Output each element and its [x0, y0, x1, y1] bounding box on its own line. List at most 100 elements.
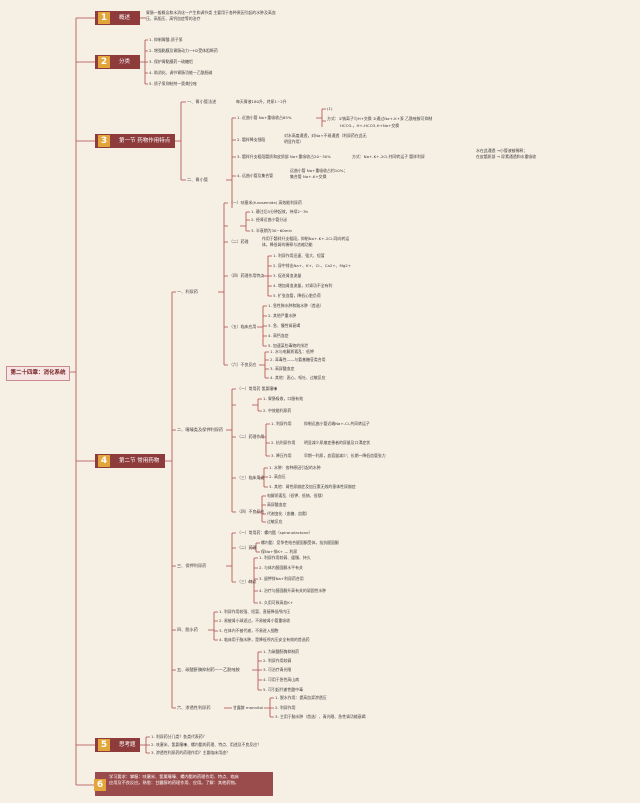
node-text: 3. 可治疗青光眼 [263, 667, 292, 672]
node-text: 2. 耳毒性——与氨基糖苷类合用 [270, 357, 326, 362]
node-text: 1. 利尿作用迅速、强大、短暂 [273, 253, 325, 258]
node-text: 2. 抗利尿作用 [271, 440, 296, 445]
section-pharmacology[interactable]: 3 第一节 药物作用特点 [95, 134, 175, 148]
node-text: 5. 可引起代谢性酸中毒 [263, 687, 303, 692]
node-text: 4. 远曲小管及集合管 [237, 173, 274, 178]
node-text: （一）常用药 氢氯噻嗪 [237, 386, 278, 391]
node-text: 5. 加速某些毒物的排泄 [268, 343, 308, 348]
node-text: 明显作用） [284, 139, 304, 144]
section-drugs[interactable]: 4 第二节 常用药物 [95, 454, 165, 468]
section-label: 概述 [119, 15, 131, 21]
node-text: （二）药理作用 [237, 434, 265, 439]
node-text: （六）不良反应 [229, 362, 257, 367]
node-text: 1. 脱水作用：提高血浆渗透压 [275, 695, 327, 700]
node-text: 1. 近曲小管 Na+重吸收占65% [237, 115, 292, 120]
question-item: 3. 渗透性利尿药的药理作用？主要临床用途？ [151, 750, 230, 755]
node-text: 3. 半衰期为30~60min [251, 228, 293, 233]
class-item: 4. 助消化、调节胃肠功能一乙酰胆碱 [149, 70, 213, 75]
node-text: （一）常用药：螺内酯（spironolactone） [237, 530, 313, 535]
node-text: 作用于髓袢升支粗段，抑制Na+-K+-2Cl-同向转运 [262, 236, 350, 241]
requirements-line-1: 学习要求：掌握：呋塞米、氢氯噻嗪、螺内酯的药理作用、特点、临床 [109, 774, 239, 779]
section-questions[interactable]: 5 思考题 [95, 738, 140, 752]
node-text: 抑制远曲小管近端Na+-Cl-共同转运子 [304, 421, 370, 426]
node-text: 保Na+排K+ — 利尿 [261, 549, 298, 554]
node-text: 3. 急、慢性肾衰竭 [268, 323, 301, 328]
node-text: 3. 主用于脑水肿（首选）、青光眼、急性肾功能衰竭 [275, 714, 366, 719]
node-heading: 一、利尿药 [177, 289, 198, 294]
node-text: 螺内酯：竞争性结合醛固酮受体，拮抗醛固酮 [261, 540, 339, 545]
node-text: 水在此通透 →小管液被稀释； [476, 148, 528, 153]
class-item: 2. 增强黏膜及胃肠动力一H2受体阻断药 [149, 48, 218, 53]
node-text: 3. 促进肾血流量 [273, 273, 302, 278]
node-text: 1. 利尿作用 [271, 421, 292, 426]
section-number: 4 [98, 455, 110, 467]
node-text: 代谢变化（血糖、血脂） [267, 511, 310, 516]
node-text: 2. 髓袢降支细段 [237, 137, 266, 142]
section-number: 6 [94, 779, 106, 791]
node-text: 4. 增加肾血流量，对肾功不全有利 [273, 283, 333, 288]
node-text: 3. 降压作用 [271, 453, 292, 458]
node-text: 4. 可用于急性高山病 [263, 677, 300, 682]
node-text: 2. 中效能利尿药 [263, 408, 292, 413]
section-number: 2 [98, 56, 110, 68]
node-text: (1) [327, 106, 333, 111]
node-text: 2. 利尿作用较弱 [263, 658, 292, 663]
node-text: 每天胃液180升，终尿1~2升 [236, 99, 287, 104]
section-number: 3 [98, 135, 110, 147]
node-heading: 二、噻嗪类及保钾利尿药 [177, 427, 224, 432]
node-text: 1. 胃肠吸收，口服有效 [263, 396, 303, 401]
node-text: 甘露醇 mannitol [233, 705, 264, 710]
node-text: 3. 其他：肾性尿崩症及加压素无效的垂体性尿崩症 [269, 484, 356, 489]
overview-text-1: 胃肠一般概念和水消化一产生和调节类 主要用于各种原因引起的水肿及高血 [146, 10, 276, 15]
node-text: 5. 久用可致高血K+ [259, 600, 294, 605]
node-text: （五）临床应用 [229, 324, 257, 329]
node-text: 3. 在体内不被代谢，不易进入细胞 [219, 628, 279, 633]
node-heading: 二、胃小管 [187, 177, 208, 182]
node-text: 5. 扩张血管，降低心脏负荷 [273, 293, 321, 298]
node-text: 2. 与体内醛固酮水平有关 [259, 565, 303, 570]
node-text: 远曲小管 Na+重吸收占约10%； [290, 168, 348, 173]
node-text: 对水高度通透，对Na+不易通透（利尿药在此无 [284, 133, 367, 138]
class-item: 3. 保护胃黏膜药一硫糖铝 [149, 59, 193, 64]
node-text: 1. 水与电解质紊乱：低钾 [270, 349, 314, 354]
node-text: 集合管 Na+-K+交换 [290, 174, 327, 179]
overview-text-2: 压、高胆压、高钙血症等的治疗 [146, 16, 201, 21]
section-label: 分类 [119, 59, 131, 65]
node-text: 4. 临床用于脑水肿，是降低颅内压安全有效的首选药 [219, 637, 310, 642]
node-text: （四）药理作用特点 [229, 273, 265, 278]
node-text: 2. 高血压 [269, 474, 286, 479]
node-text: 高尿酸血症 [267, 502, 287, 507]
node-text: 1. 利尿作用较弱、缓慢、持久 [259, 555, 311, 560]
node-text: （三）临床用途 [237, 475, 265, 480]
node-text: 明显减少尿崩症患者的尿量及口渴症状 [304, 440, 371, 445]
node-text: 3. 髓袢升支粗段髓质和皮质部 Na+重吸收占20~30% [237, 154, 331, 159]
node-text: 方式：Na+-K+-2Cl-共同转运子 髓袢利尿 [352, 154, 425, 159]
node-text: （一）呋塞米(furosemide) 高效能利尿药 [229, 200, 302, 205]
section-number: 1 [98, 12, 110, 24]
node-text: HCO3-，H+-HCO3-H+Na+交换 [340, 123, 400, 128]
node-text: 在皮髓质部 → 尿素通透和水重吸收 [476, 154, 537, 159]
node-text: 方式：①钠离子与H+交换 ②通过Na+-K+泵 乙酰唑胺可抑制 [327, 116, 433, 121]
node-text: （四）不良反应 [237, 509, 265, 514]
node-text: 1. 急性肺水肿和脑水肿（首选） [268, 303, 324, 308]
node-text: （二）药理 [229, 239, 249, 244]
node-heading: 一、胃小管法述 [187, 99, 217, 104]
node-text: 早期一利尿，血容量减少；长期一降低血管张力 [304, 453, 386, 458]
class-item: 1. 抑制胃酸-质子泵 [149, 37, 183, 42]
section-label: 第一节 药物作用特点 [119, 138, 171, 144]
node-text: 1. 利尿作用较强、短暂、直接降低颅内压 [219, 609, 291, 614]
node-text: 1. 静注后5分钟起效，持续2~3h [251, 209, 309, 214]
class-item: 5. 质子泵抑制剂一奥美拉唑 [149, 81, 197, 86]
node-text: 过敏反应 [267, 519, 283, 524]
requirements-card[interactable]: 6 学习要求：掌握：呋塞米、氢氯噻嗪、螺内酯的药理作用、特点、临床 应用及不良反… [94, 772, 273, 796]
node-text: （二）药理 [237, 545, 257, 550]
section-overview[interactable]: 1 概述 [95, 11, 140, 25]
section-classes[interactable]: 2 分类 [95, 55, 140, 69]
node-text: 体，降低肾的稀释与浓缩功能 [262, 242, 313, 247]
node-text: 2. 尿中排出Na+、K+、Cl-、Ca2+、Mg2+ [273, 263, 352, 268]
question-item: 2. 呋塞米、氢氯噻嗪、螺内酯的药理、特点、用途及不良反应？ [151, 742, 261, 747]
node-text: 4. 治疗与醛固酮升高有关的顽固性水肿 [259, 588, 327, 593]
section-label: 思考题 [119, 742, 136, 748]
node-heading: 五、碳酸酐酶抑制药——乙酰唑胺 [177, 667, 240, 672]
